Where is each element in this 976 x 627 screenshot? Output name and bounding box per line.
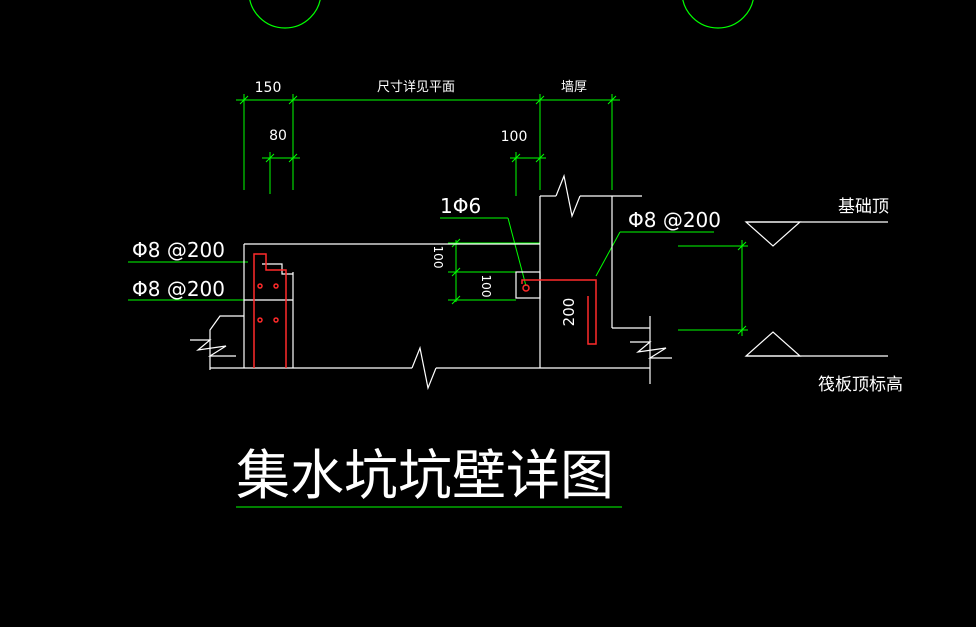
dim-100-upper: 100 bbox=[431, 246, 445, 269]
dim-100-top: 100 bbox=[501, 129, 528, 145]
pit-wall-outline bbox=[190, 173, 888, 391]
rebar-label-top: 1Φ6 bbox=[440, 194, 481, 218]
dim-100-lower: 100 bbox=[479, 275, 493, 298]
dim-200: 200 bbox=[560, 298, 578, 327]
axis-bubble-right bbox=[682, 0, 754, 29]
axis-bubble-left bbox=[249, 0, 321, 29]
rebar-label-left-2: Φ8 @200 bbox=[132, 277, 225, 301]
dim-80: 80 bbox=[269, 128, 287, 144]
dim-150: 150 bbox=[255, 80, 282, 96]
rebar bbox=[253, 253, 597, 368]
elevation-label-foundation-top: 基础顶 bbox=[838, 197, 889, 217]
dimension-lines bbox=[128, 94, 748, 508]
dim-span: 尺寸详见平面 bbox=[377, 80, 455, 95]
dim-wall-thickness: 墙厚 bbox=[561, 80, 587, 95]
rebar-label-right: Φ8 @200 bbox=[628, 208, 721, 232]
rebar-label-left-1: Φ8 @200 bbox=[132, 238, 225, 262]
drawing-title: 集水坑坑壁详图 bbox=[236, 444, 614, 507]
elevation-label-raft-top: 筏板顶标高 bbox=[818, 375, 903, 395]
